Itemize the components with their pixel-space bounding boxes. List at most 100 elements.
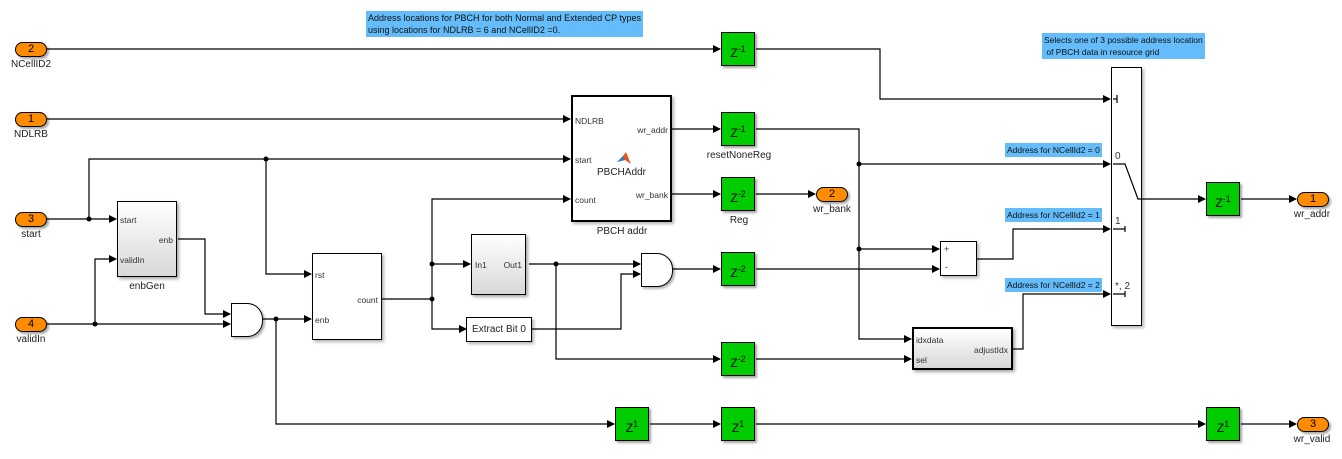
multiport-switch[interactable]: 0 1 *, 2: [1111, 67, 1142, 326]
delay-and2[interactable]: Z-2: [721, 252, 755, 286]
pbch-addr-label: PBCH addr: [596, 226, 648, 237]
delay-exp: -1: [1222, 194, 1231, 204]
pin-in1: In1: [475, 260, 487, 270]
pin-enb: enb: [158, 235, 173, 245]
junction: [86, 216, 92, 222]
junction: [273, 316, 279, 322]
switch-port-0: 0: [1115, 151, 1121, 162]
delay-z: Z: [625, 421, 634, 435]
outport-wr-addr[interactable]: 1: [1297, 192, 1329, 207]
wire-start-up: [88, 155, 571, 219]
outport-wr-bank[interactable]: 2: [816, 187, 848, 202]
junction: [263, 156, 269, 162]
reg-label: Reg: [729, 215, 749, 226]
wire-extract-and: [532, 270, 641, 330]
pin-out1: Out1: [503, 260, 522, 270]
delay-valid-1[interactable]: Z1: [615, 407, 649, 441]
enbgen-block[interactable]: start validIn enb: [117, 201, 177, 277]
outport-wr-addr-label: wr_addr: [1293, 209, 1331, 220]
delay-resetnonereg[interactable]: Z-1: [721, 112, 755, 146]
junction: [429, 261, 435, 267]
delay-z: Z: [1216, 421, 1225, 435]
switch-note: Selects one of 3 possible address locati…: [1042, 33, 1205, 59]
pin-ndlrb: NDLRB: [575, 116, 604, 126]
inport-ncellid2[interactable]: 2: [15, 42, 47, 57]
delay-z: Z: [730, 266, 738, 280]
switch-port-1: 1: [1115, 216, 1121, 227]
delay-valid-2[interactable]: Z1: [721, 407, 755, 441]
wire-reg-out: [756, 128, 912, 343]
delay-sel[interactable]: Z-2: [721, 342, 755, 376]
delay-z: Z: [1215, 196, 1223, 210]
delay-exp: -1: [737, 44, 746, 54]
pin-idxdata: idxdata: [916, 335, 944, 345]
sum-block[interactable]: + -: [940, 241, 977, 276]
delay-exp: -2: [737, 354, 746, 364]
pbch-addr-block[interactable]: NDLRB start count wr_addr wr_bank PBCHAd…: [571, 95, 672, 222]
wire-addr2: [1013, 290, 1111, 350]
inport-ndlrb[interactable]: 1: [15, 112, 47, 127]
wire-count-extract: [431, 299, 467, 333]
pin-wr-addr: wr_addr: [637, 125, 668, 135]
and-gate-2[interactable]: [641, 253, 673, 287]
pbch-address-note: Address locations for PBCH for both Norm…: [366, 11, 643, 37]
addr1-note: Address for NCellId2 = 1: [1005, 208, 1102, 222]
pin-rst: rst: [315, 270, 325, 280]
counter-block[interactable]: rst enb count: [312, 253, 382, 340]
and-gate-1[interactable]: [231, 303, 263, 337]
note-line: using locations for NDLRB = 6 and NCellI…: [368, 25, 561, 35]
pin-start: start: [575, 155, 592, 165]
delay-valid-3[interactable]: Z1: [1206, 407, 1240, 441]
junction: [92, 321, 98, 327]
switch-port-2: *, 2: [1115, 281, 1131, 292]
subsystem-block[interactable]: In1 Out1: [471, 234, 526, 295]
delay-wr-addr[interactable]: Z-1: [1206, 182, 1240, 216]
note-line: of PBCH data in resource grid: [1044, 47, 1160, 57]
resetnonereg-label: resetNoneReg: [706, 150, 772, 161]
wire-validin-up: [94, 255, 117, 324]
pbch-function-name: PBCHAddr: [597, 167, 646, 178]
switch-tick-2: [1113, 291, 1126, 297]
addr0-note: Address for NCellId2 = 0: [1005, 143, 1102, 157]
note-line: Address locations for PBCH for both Norm…: [368, 13, 641, 23]
junction: [429, 296, 435, 302]
pin-adjustidx: adjustIdx: [973, 345, 1008, 355]
outport-wr-valid[interactable]: 3: [1297, 417, 1329, 432]
pin-start: start: [120, 215, 137, 225]
adjust-idx-block[interactable]: idxdata sel adjustIdx: [912, 327, 1013, 370]
pin-plus: +: [944, 244, 950, 254]
delay-reg[interactable]: Z-2: [721, 177, 755, 211]
pin-wr-bank: wr_bank: [635, 190, 668, 200]
delay-exp: -1: [737, 124, 746, 134]
delay-z: Z: [730, 126, 738, 140]
delay-exp: 1: [633, 419, 639, 429]
inport-ndlrb-label: NDLRB: [14, 129, 48, 140]
delay-exp: 1: [739, 419, 745, 429]
outport-wr-valid-label: wr_valid: [1293, 434, 1331, 445]
delay-exp: 1: [1224, 419, 1230, 429]
note-line: Selects one of 3 possible address locati…: [1044, 35, 1203, 45]
wire-addr1: [977, 225, 1111, 260]
wire-out1-delay: [555, 264, 721, 363]
delay-z: Z: [730, 46, 738, 60]
pin-minus: -: [945, 262, 948, 272]
addr2-note: Address for NCellId2 = 2: [1005, 278, 1102, 292]
junction: [856, 161, 862, 167]
inport-start-label: start: [21, 229, 41, 240]
delay-exp: -2: [737, 189, 746, 199]
delay-z: Z: [730, 356, 738, 370]
switch-tick-1: [1113, 226, 1126, 232]
delay-z: Z: [730, 191, 738, 205]
extract-bit-block[interactable]: Extract Bit 0: [466, 317, 532, 342]
wire-valid-chain: [275, 319, 615, 428]
inport-validin[interactable]: 4: [15, 317, 47, 332]
pin-sel: sel: [916, 355, 927, 365]
switch-lever: [1113, 163, 1142, 200]
matlab-function-icon: [617, 152, 631, 164]
pin-count: count: [575, 195, 596, 205]
inport-start[interactable]: 3: [15, 212, 47, 227]
junction: [856, 246, 862, 252]
delay-ncellid2[interactable]: Z-1: [721, 32, 755, 66]
enbgen-label: enbGen: [129, 281, 165, 292]
